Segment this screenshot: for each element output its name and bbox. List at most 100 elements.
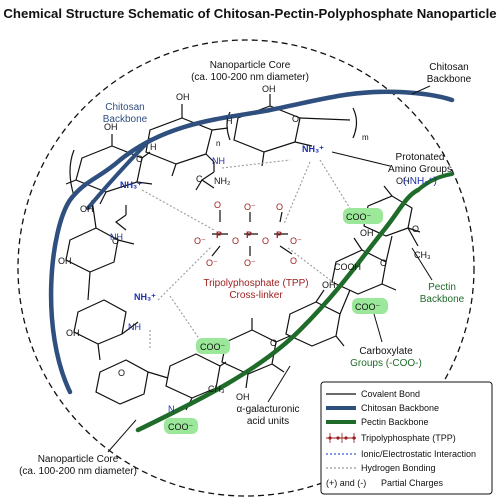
tpp-oxygen: O⁻ [206, 258, 218, 268]
tpp-oxygen: O [214, 200, 221, 210]
tpp-phosphorus: P [276, 230, 282, 240]
protonated-callout: Protonated [396, 152, 445, 163]
chitosan-callout-right: Chitosan [429, 62, 468, 73]
tpp-oxygen: O [290, 256, 297, 266]
chitosan-backbone [48, 89, 455, 395]
pointer-pectin [411, 247, 433, 281]
polymer-bracket [352, 107, 358, 139]
pectin-callout: Pectin [428, 282, 456, 293]
carbon-atom: C [196, 174, 203, 184]
legend-hbond-label: Hydrogen Bonding [361, 463, 436, 473]
hydroxyl-label: OH [66, 328, 80, 338]
hydroxyl-label: OH [396, 176, 410, 186]
tpp-oxygen: O⁻ [194, 236, 206, 246]
legend-box [320, 381, 493, 495]
pointer-core-bottom [107, 419, 137, 453]
chitosan-repeat-m: m [362, 133, 369, 142]
carboxylate-group-label: COO⁻ [168, 422, 194, 432]
pectin-callout-2: Backbone [420, 294, 465, 305]
legend-chitosan-label: Chitosan Backbone [361, 403, 439, 413]
pointer-chitosan-right [411, 85, 431, 95]
amide-nh-label: NH [128, 322, 141, 332]
galacturonic-callout: α-galacturonic [236, 404, 299, 415]
ionic-interaction [141, 189, 215, 231]
ring-oxygen: O [270, 338, 277, 348]
amine-nh2-label: NH₂ [214, 176, 231, 186]
hydroxyl-label: OH [104, 122, 118, 132]
tpp-phosphorus: P [216, 230, 222, 240]
amide-nh-label: NH [212, 156, 225, 166]
pointer-carboxylate [373, 313, 383, 343]
hydrogen-bond [287, 247, 339, 287]
amine-group-label: NH₃⁺ [134, 292, 156, 302]
methyl-group-label: CH₃ [414, 250, 431, 260]
legend-ionic-label: Ionic/Electrostatic Interaction [361, 449, 476, 459]
pointer-galacturonic [267, 365, 291, 403]
tpp-oxygen: O [262, 236, 269, 246]
tpp-oxygen: O [276, 202, 283, 212]
chitosan-ring [145, 117, 213, 165]
carboxylate-callout: Carboxylate [359, 346, 413, 357]
chitosan-callout-left: Chitosan [105, 102, 144, 113]
ionic-interaction [283, 161, 311, 225]
chitosan-ring [95, 359, 149, 405]
legend-charges-symbol: (+) and (-) [326, 478, 366, 488]
amine-group-label: NH₃⁺ [120, 180, 142, 190]
galacturonic-callout-2: acid units [247, 416, 289, 427]
pectin-ring [285, 301, 341, 347]
carboxylate-callout-2: Groups (-COO-) [350, 358, 422, 369]
ring-oxygen: O [380, 258, 387, 268]
core-top-label: Nanoparticle Core [210, 60, 291, 71]
carboxylate-highlight [196, 338, 230, 354]
carboxylate-highlight [352, 298, 388, 314]
hydroxyl-label: OH [322, 280, 336, 290]
protonated-callout-3: (-NH₃⁺) [403, 176, 437, 187]
diagram-title: Chemical Structure Schematic of Chitosan… [3, 6, 497, 21]
core-top-sublabel: (ca. 100-200 nm diameter) [191, 72, 309, 83]
tpp-oxygen: O⁻ [244, 202, 256, 212]
hydroxyl-label: OH [58, 256, 72, 266]
core-bottom-label: Nanoparticle Core [38, 454, 119, 465]
protonated-callout-2: Amino Groups [388, 164, 452, 175]
tpp-phosphorus: P [246, 230, 252, 240]
polymer-bracket [69, 149, 75, 197]
callout-pointers [107, 85, 433, 453]
chitosan-backbone-segment [86, 138, 152, 210]
tpp-oxygen: O⁻ [244, 258, 256, 268]
nitrogen-atom: N [168, 404, 175, 414]
charge-highlights [164, 208, 388, 434]
carboxylate-group-label: COO⁻ [346, 212, 372, 222]
ring-oxygen: O [136, 154, 143, 164]
hydrogen-atom: H [150, 142, 157, 152]
carboxylate-highlight [343, 208, 383, 224]
amide-nh-label: NH [110, 232, 123, 242]
hydroxyl-label: OH [262, 84, 276, 94]
amine-group-label: NH₃⁺ [302, 144, 324, 154]
hydroxyl-label: OH [236, 392, 250, 402]
ester-label: O [412, 224, 419, 234]
ring-oxygen: O [292, 114, 299, 124]
legend-charges-label: Partial Charges [381, 478, 444, 488]
tpp-oxygen: O⁻ [290, 236, 302, 246]
hydroxyl-label: OH [80, 204, 94, 214]
pectin-backbone-tail [416, 172, 454, 192]
tpp-label-2: Cross-linker [229, 290, 283, 301]
legend-tpp-label: Tripolyphosphate (TPP) [361, 433, 456, 443]
carboxylate-highlight [164, 418, 198, 434]
hydroxyl-label: OH [360, 228, 374, 238]
interaction-lines [141, 159, 357, 350]
chitosan-callout-left-2: Backbone [103, 114, 148, 125]
covalent-bond-network [65, 94, 421, 411]
legend-tpp-swatch [326, 433, 356, 443]
legend-pectin-label: Pectin Backbone [361, 417, 429, 427]
methyl-group-label: CH₃ [208, 384, 225, 394]
pectin-backbone [135, 187, 421, 433]
legend: Covalent Bond Chitosan Backbone Pectin B… [320, 381, 493, 495]
hydrogen-atom: H [226, 116, 233, 126]
carboxylate-group-label: COO⁻ [355, 302, 381, 312]
tpp-oxygen: O [232, 236, 239, 246]
legend-covalent-label: Covalent Bond [361, 389, 420, 399]
chitosan-ring [73, 299, 127, 345]
